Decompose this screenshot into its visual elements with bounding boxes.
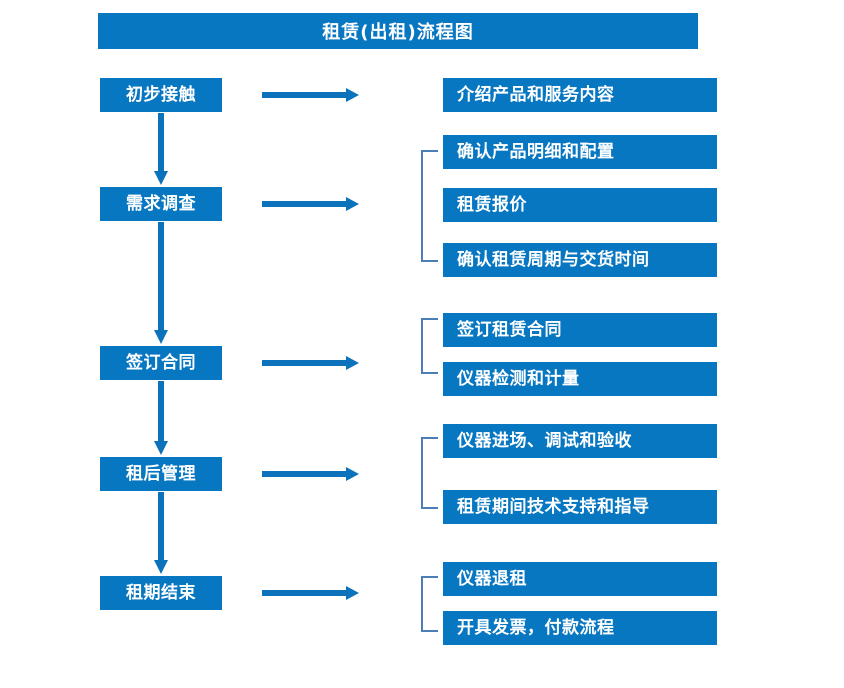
stage-box-initial-contact[interactable]: 初步接触 [100,78,222,112]
detail-box-invoice-payment[interactable]: 开具发票，付款流程 [443,611,717,645]
detail-label: 租赁报价 [457,194,527,215]
detail-label: 仪器进场、调试和验收 [457,430,632,451]
group-bracket-3 [420,318,440,374]
group-bracket-2 [420,150,440,262]
right-arrow-icon-4 [262,466,360,482]
detail-box-instrument-inspection[interactable]: 仪器检测和计量 [443,362,717,396]
detail-box-confirm-lease-period[interactable]: 确认租赁周期与交货时间 [443,243,717,277]
detail-box-sign-lease-contract[interactable]: 签订租赁合同 [443,313,717,347]
stage-label: 租后管理 [126,463,196,484]
stage-box-needs-survey[interactable]: 需求调查 [100,187,222,221]
detail-label: 介绍产品和服务内容 [457,84,615,105]
detail-box-rental-quote[interactable]: 租赁报价 [443,188,717,222]
stage-label: 签订合同 [126,352,196,373]
right-arrow-icon-2 [262,196,360,212]
group-bracket-5 [420,576,440,632]
detail-box-instrument-return[interactable]: 仪器退租 [443,562,717,596]
down-arrow-icon-2 [153,222,169,345]
group-bracket-4 [420,437,440,509]
detail-label: 仪器检测和计量 [457,368,580,389]
detail-box-confirm-product-details[interactable]: 确认产品明细和配置 [443,135,717,169]
stage-label: 租期结束 [126,582,196,603]
stage-box-post-rental-management[interactable]: 租后管理 [100,457,222,491]
detail-label: 仪器退租 [457,568,527,589]
detail-label: 开具发票，付款流程 [457,617,615,638]
stage-box-lease-end[interactable]: 租期结束 [100,576,222,610]
down-arrow-icon-3 [153,381,169,456]
right-arrow-icon-1 [262,87,360,103]
detail-box-introduce-products[interactable]: 介绍产品和服务内容 [443,78,717,112]
down-arrow-icon-1 [153,113,169,186]
right-arrow-icon-3 [262,355,360,371]
stage-label: 初步接触 [126,84,196,105]
detail-box-technical-support[interactable]: 租赁期间技术支持和指导 [443,490,717,524]
page-title: 租赁(出租)流程图 [98,13,698,49]
stage-label: 需求调查 [126,193,196,214]
detail-label: 签订租赁合同 [457,319,562,340]
detail-box-instrument-entry-commissioning[interactable]: 仪器进场、调试和验收 [443,424,717,458]
stage-box-sign-contract[interactable]: 签订合同 [100,346,222,380]
down-arrow-icon-4 [153,492,169,575]
right-arrow-icon-5 [262,585,360,601]
detail-label: 确认租赁周期与交货时间 [457,249,650,270]
detail-label: 确认产品明细和配置 [457,141,615,162]
detail-label: 租赁期间技术支持和指导 [457,496,650,517]
